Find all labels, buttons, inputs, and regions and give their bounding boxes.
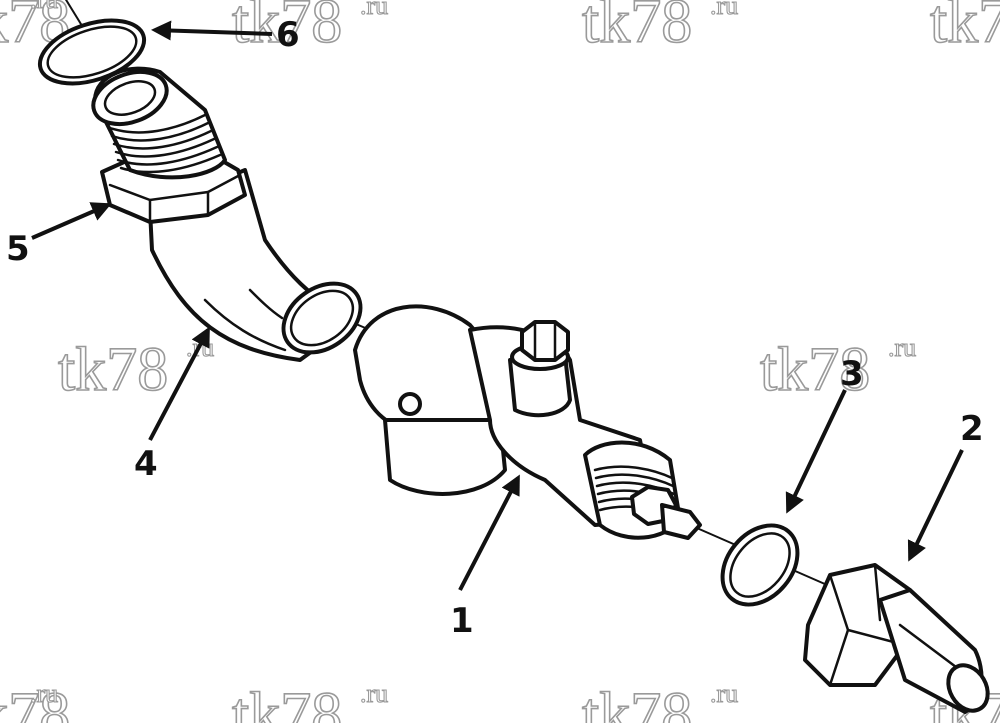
svg-text:.ru: .ru bbox=[888, 333, 916, 362]
callout-4: 4 bbox=[134, 444, 158, 484]
o-ring-top-part-6 bbox=[37, 18, 147, 86]
leader-2 bbox=[907, 449, 964, 562]
svg-text:tk78: tk78 bbox=[582, 681, 692, 723]
watermark: tk78 .ru bbox=[581, 678, 739, 723]
svg-text:.ru: .ru bbox=[710, 679, 738, 708]
watermark: tk78 .ru bbox=[57, 332, 215, 404]
o-ring-part-3 bbox=[720, 523, 800, 607]
leader-5 bbox=[31, 202, 112, 240]
svg-text:tk78: tk78 bbox=[0, 681, 70, 723]
svg-text:.ru: .ru bbox=[30, 679, 58, 708]
svg-text:tk78: tk78 bbox=[930, 0, 1000, 56]
svg-text:tk78: tk78 bbox=[232, 681, 342, 723]
watermark: tk78 .ru bbox=[0, 678, 71, 723]
callout-leaders bbox=[31, 20, 964, 591]
callout-1: 1 bbox=[450, 601, 474, 641]
watermark: tk78 .ru bbox=[231, 678, 389, 723]
callout-5: 5 bbox=[6, 229, 30, 269]
leader-6 bbox=[151, 20, 273, 41]
leader-4 bbox=[148, 326, 210, 441]
callout-2: 2 bbox=[960, 409, 984, 449]
svg-text:tk78: tk78 bbox=[760, 336, 870, 404]
svg-text:.ru: .ru bbox=[360, 679, 388, 708]
svg-text:tk78: tk78 bbox=[582, 0, 692, 56]
svg-text:.ru: .ru bbox=[360, 0, 388, 20]
svg-text:tk78: tk78 bbox=[0, 0, 70, 56]
watermark: tk78 .ru bbox=[759, 332, 917, 404]
leader-3 bbox=[785, 389, 847, 514]
svg-text:tk78: tk78 bbox=[232, 0, 342, 56]
callout-6: 6 bbox=[276, 15, 300, 55]
valve-body-part-1 bbox=[353, 304, 702, 540]
svg-text:.ru: .ru bbox=[710, 0, 738, 20]
watermark: tk78 bbox=[929, 0, 1000, 57]
hex-adapter-part-5 bbox=[91, 66, 247, 224]
callout-labels: 6 5 4 1 3 2 bbox=[6, 15, 984, 641]
svg-text:.ru: .ru bbox=[30, 0, 58, 14]
watermark: tk78 .ru bbox=[0, 0, 71, 57]
cap-nut-part-2 bbox=[803, 563, 990, 714]
watermark: tk78 .ru bbox=[231, 0, 389, 57]
callout-3: 3 bbox=[840, 354, 864, 394]
leader-1 bbox=[458, 474, 520, 591]
watermark: tk78 .ru bbox=[581, 0, 739, 57]
svg-text:tk78: tk78 bbox=[58, 336, 168, 404]
